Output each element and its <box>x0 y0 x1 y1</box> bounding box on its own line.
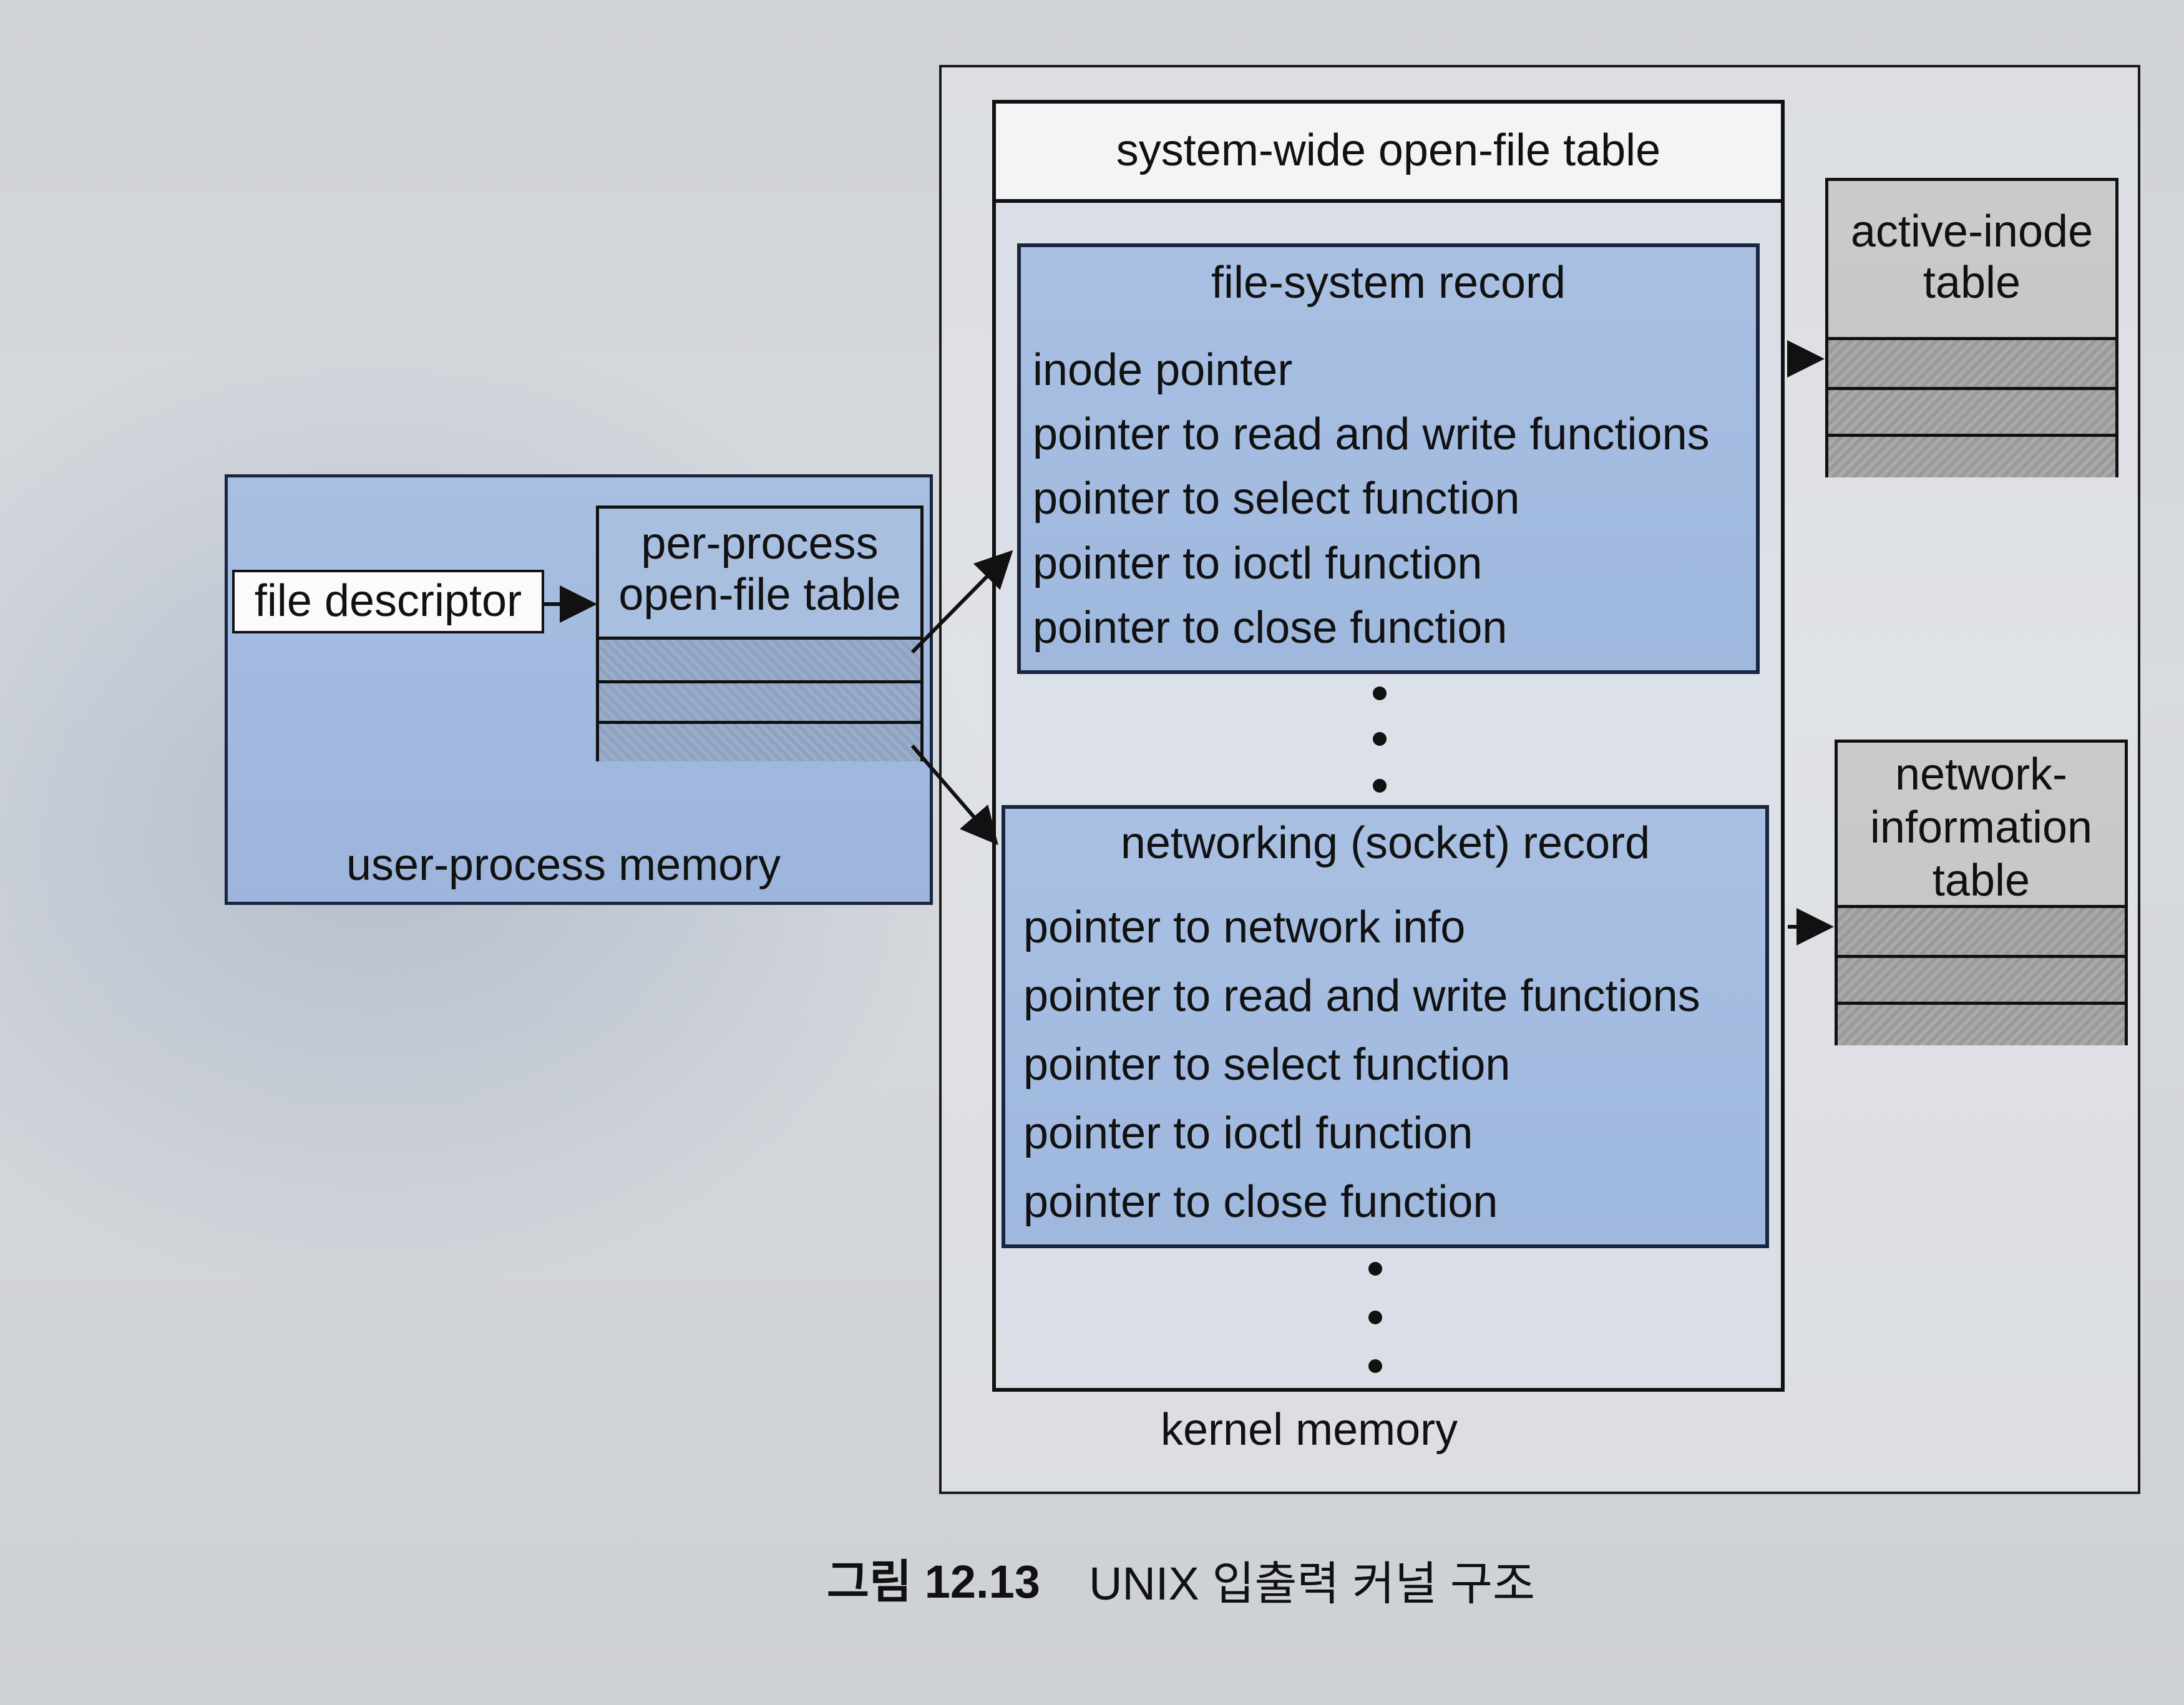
net-record-line: pointer to ioctl function <box>1023 1108 1473 1158</box>
file-descriptor-label: file descriptor <box>254 576 522 626</box>
networking-socket-record <box>1002 805 1769 1248</box>
fs-record-line: pointer to ioctl function <box>1033 539 1483 589</box>
net-record-line: pointer to select function <box>1023 1040 1511 1090</box>
ellipsis-dot <box>1373 686 1387 700</box>
net-record-line: pointer to read and write functions <box>1023 971 1700 1021</box>
arrow-table-to-net-record <box>910 745 998 846</box>
fs-record-line: inode pointer <box>1033 345 1293 395</box>
fs-record-line: pointer to close function <box>1033 603 1508 653</box>
active-inode-table <box>1825 178 2118 477</box>
net-record-title: networking (socket) record <box>1120 818 1650 868</box>
ellipsis-dot <box>1373 779 1387 793</box>
ellipsis-dot <box>1368 1262 1382 1276</box>
network-table-title-line: table <box>1932 856 2030 906</box>
user-process-memory-label: user-process memory <box>346 840 781 890</box>
inode-table-title-line: active-inode <box>1850 207 2094 256</box>
net-record-line: pointer to close function <box>1023 1177 1498 1227</box>
file-system-record <box>1017 243 1760 674</box>
ppt-row <box>599 721 920 761</box>
network-table-title-line: information <box>1870 803 2093 853</box>
network-information-table <box>1835 740 2128 1045</box>
inode-table-row <box>1828 434 2115 477</box>
network-table-row <box>1838 905 2125 955</box>
figure-number: 그림 12.13 <box>827 1556 1040 1608</box>
arrow-table-to-fs-record <box>910 550 1013 654</box>
ppt-title-line: open-file table <box>618 570 901 620</box>
ppt-title-line: per-process <box>641 519 879 569</box>
ppt-row <box>599 637 920 680</box>
net-record-line: pointer to network info <box>1023 902 1466 952</box>
ellipsis-dot <box>1373 732 1387 746</box>
inode-table-title-line: table <box>1923 258 2021 308</box>
fs-record-line: pointer to select function <box>1033 474 1520 524</box>
ppt-row <box>599 680 920 721</box>
network-table-row <box>1838 955 2125 1002</box>
inode-table-row <box>1828 337 2115 387</box>
figure-caption: UNIX 입출력 커널 구조 <box>1089 1558 1536 1610</box>
ellipsis-dot <box>1368 1359 1382 1373</box>
network-table-row <box>1838 1002 2125 1045</box>
inode-table-row <box>1828 387 2115 434</box>
file-descriptor-box <box>232 570 544 633</box>
system-wide-table-header <box>992 100 1785 203</box>
kernel-memory-label: kernel memory <box>1161 1405 1458 1455</box>
network-table-title-line: network- <box>1894 750 2068 799</box>
fs-record-title: file-system record <box>1211 258 1566 308</box>
system-wide-table-title: system-wide open-file table <box>1116 125 1661 175</box>
ellipsis-dot <box>1368 1311 1382 1324</box>
per-process-open-file-table <box>596 506 924 761</box>
fs-record-line: pointer to read and write functions <box>1033 409 1710 459</box>
